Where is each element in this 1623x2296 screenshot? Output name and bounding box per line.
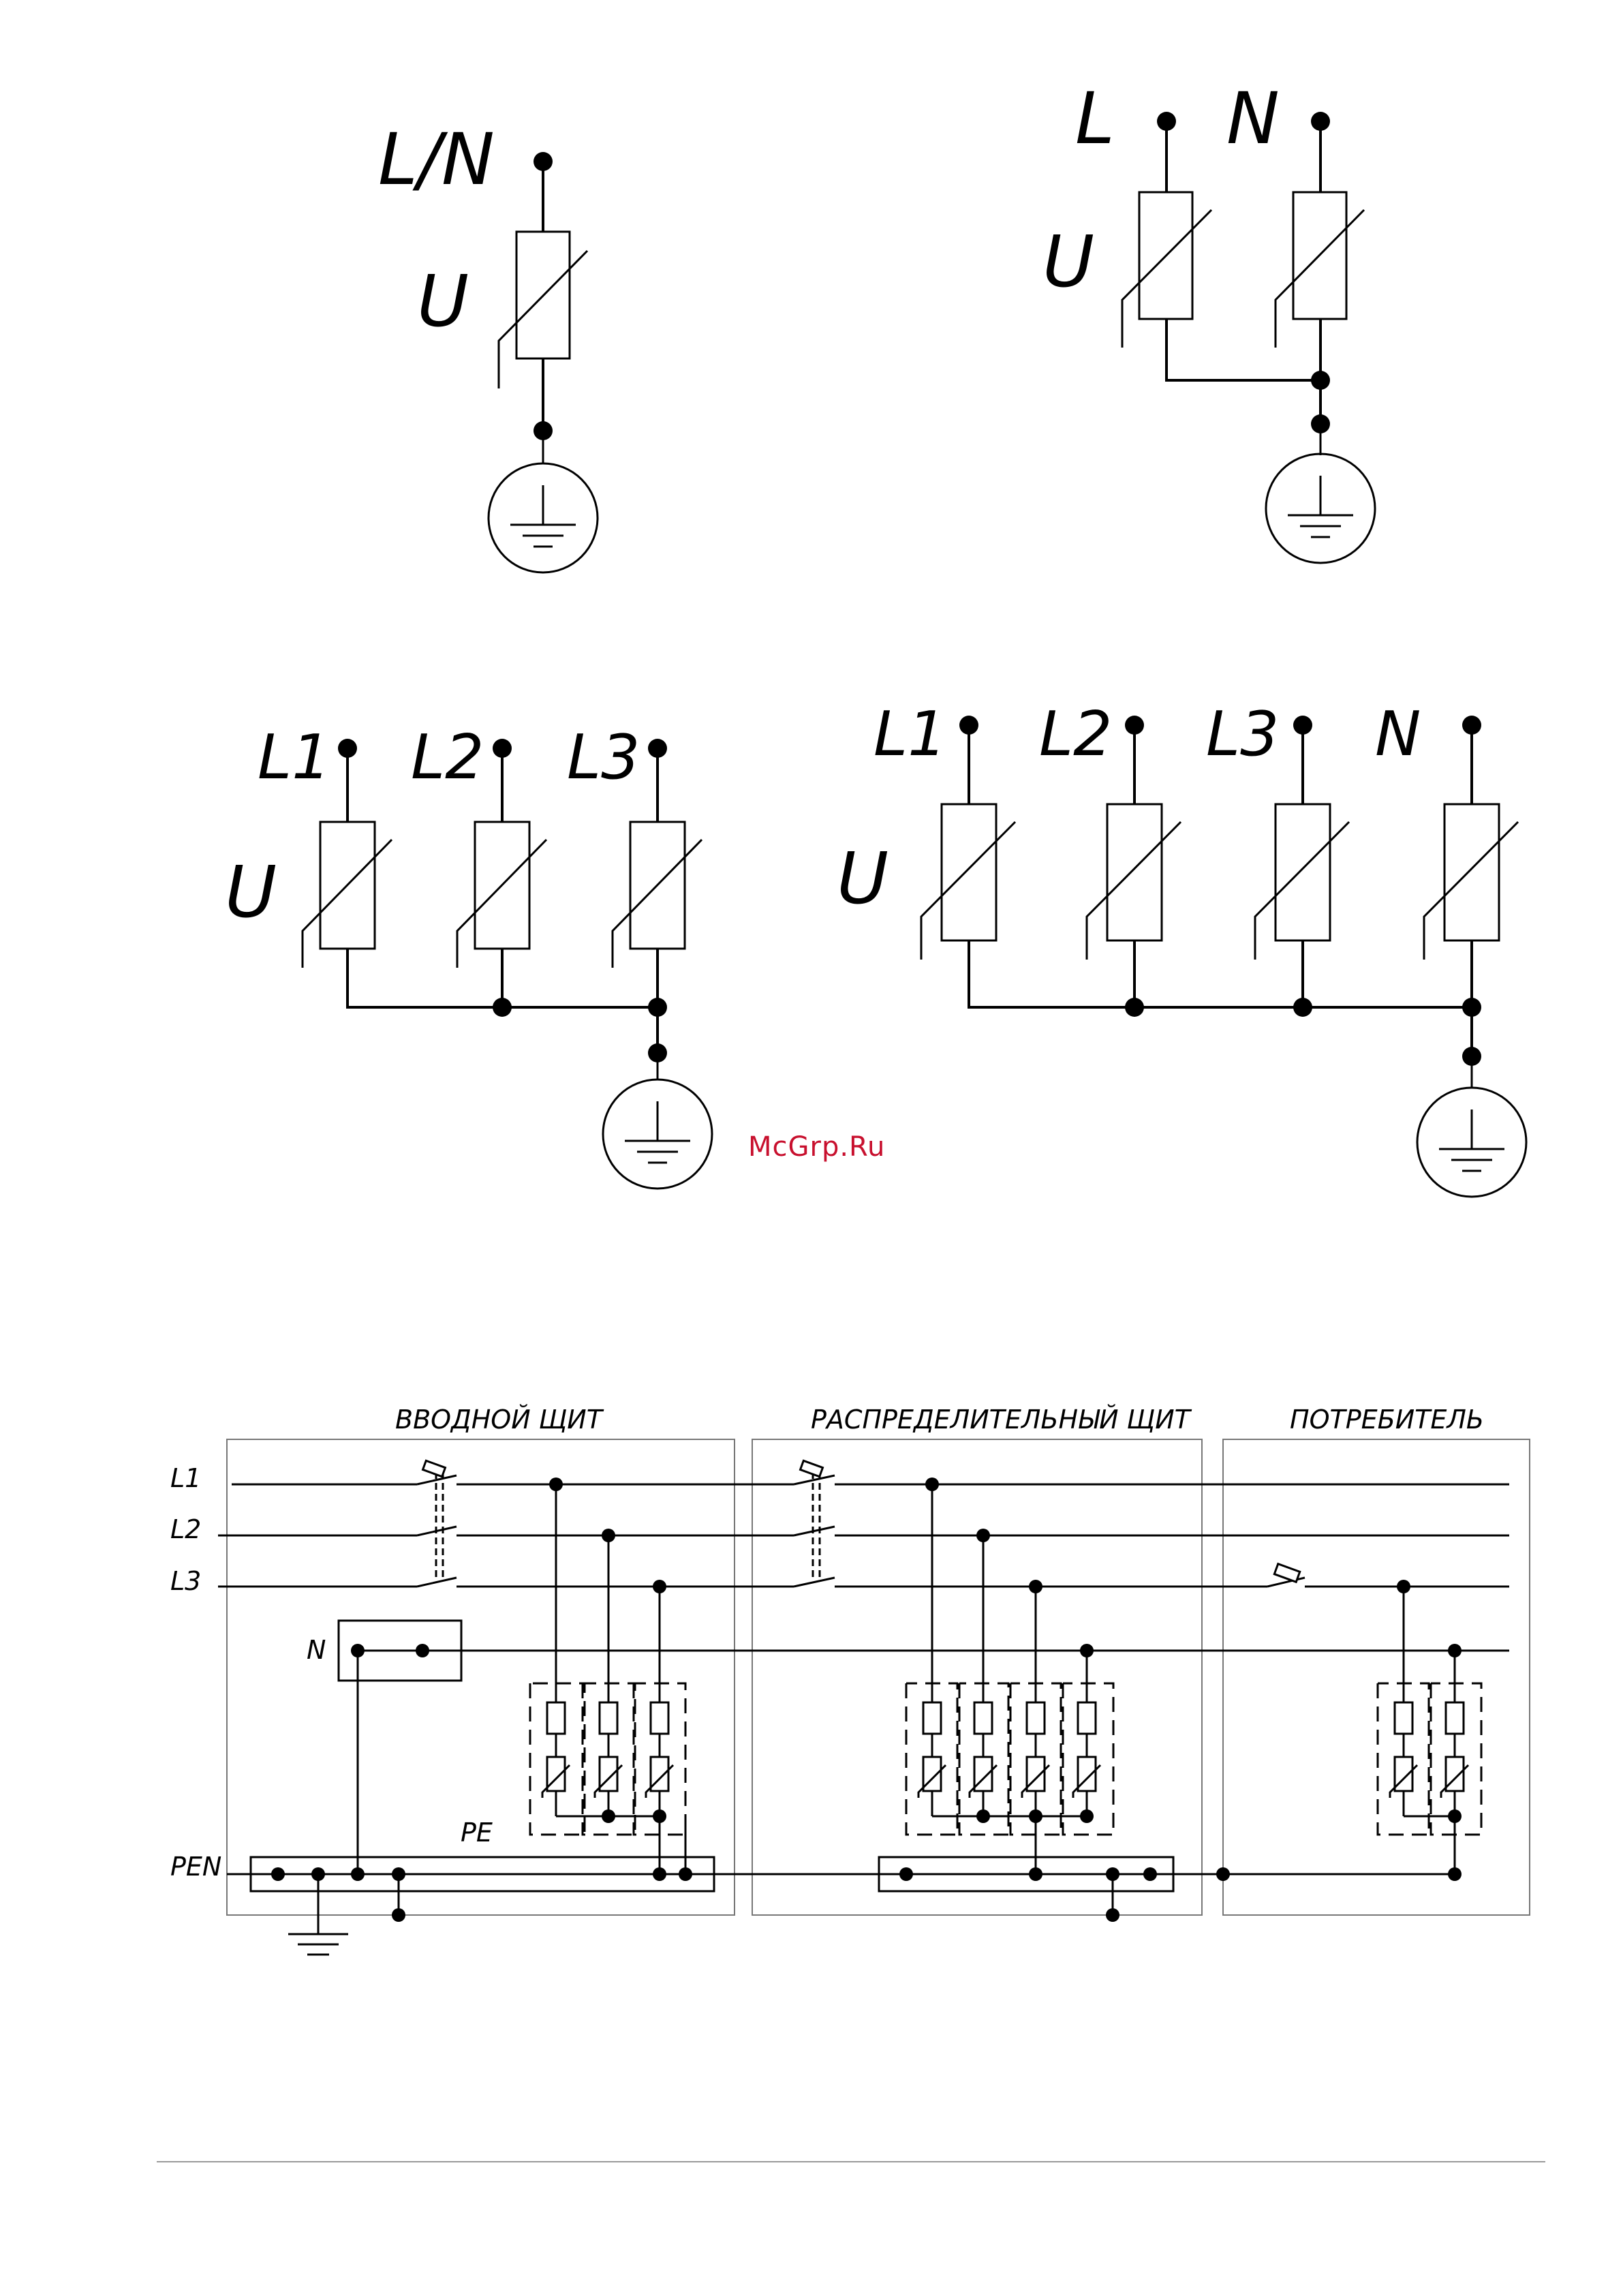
ground-icon [1266,454,1375,563]
label-l2: L2 [411,722,484,793]
label-l1: L1 [874,699,946,770]
diagram-three-phase-neutral: L1 L2 L3 N U [837,699,1526,1197]
line-label-pen: PEN [170,1852,221,1882]
diagram-single-phase: L/N U [378,118,598,572]
label-l-n: L/N [378,118,495,201]
diagram-l-n: L N U [1042,77,1375,563]
line-label-l3: L3 [170,1566,201,1596]
breaker-distribution [794,1460,835,1587]
label-n: N [1226,77,1280,160]
spd-group-distribution [906,1478,1113,1881]
ground-icon [1417,1088,1526,1197]
watermark: McGrp.Ru [748,1131,885,1163]
label-l1: L1 [258,722,330,793]
section-title-input: ВВОДНОЙ ЩИТ [395,1405,604,1435]
label-l3: L3 [1206,699,1279,770]
label-l3: L3 [567,722,640,793]
breaker-input [417,1460,457,1587]
switch-consumer [1267,1564,1305,1587]
spd-group-input [530,1478,685,1874]
label-u: U [225,851,277,934]
bus-label-pe: PE [461,1818,493,1848]
section-title-consumer: ПОТРЕБИТЕЛЬ [1290,1405,1484,1435]
label-u: U [417,260,469,343]
label-u: U [837,837,888,920]
spd-group-consumer [1378,1580,1481,1881]
ground-icon [489,463,598,572]
distribution-scheme: ВВОДНОЙ ЩИТ РАСПРЕДЕЛИТЕЛЬНЫЙ ЩИТ ПОТРЕБ… [170,1405,1530,1955]
section-title-distribution: РАСПРЕДЕЛИТЕЛЬНЫЙ ЩИТ [811,1405,1192,1435]
diagram-three-phase: L1 L2 L3 U [225,722,712,1189]
label-u: U [1042,220,1094,303]
line-label-l2: L2 [170,1514,201,1544]
line-label-l1: L1 [170,1463,201,1493]
ground-icon [603,1080,712,1189]
label-l: L [1075,77,1115,160]
section-frame-consumer [1223,1439,1530,1915]
label-n: N [1375,699,1421,770]
label-l2: L2 [1039,699,1112,770]
line-label-n: N [307,1635,326,1665]
